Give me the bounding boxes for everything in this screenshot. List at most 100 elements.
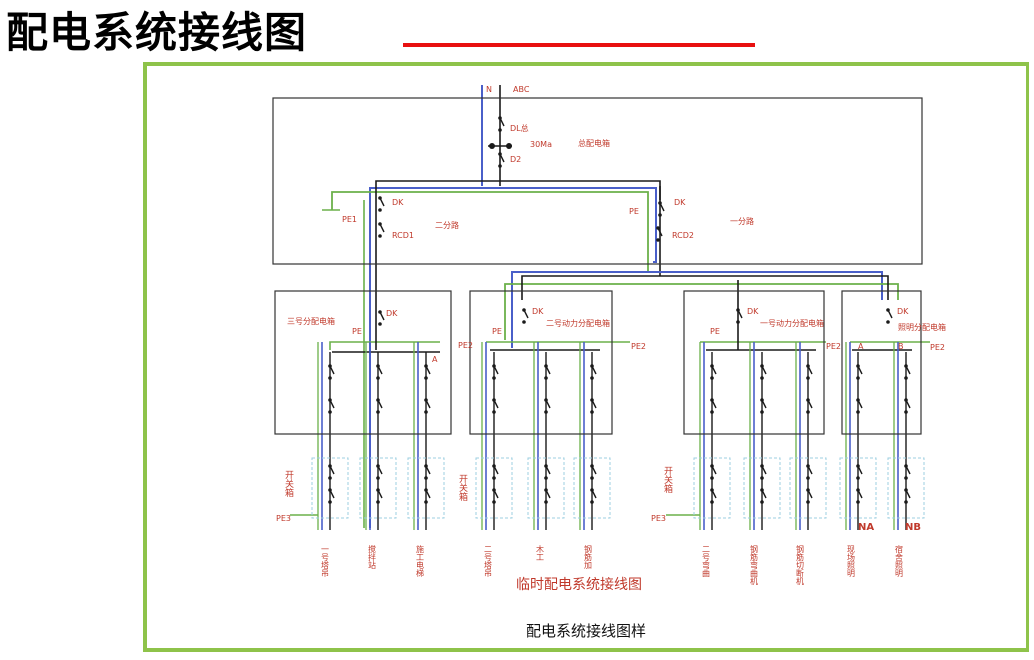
label-sub1-dk: DK xyxy=(747,307,759,316)
label-pe3-1: PE3 xyxy=(276,514,291,523)
sub1-dk-blade xyxy=(737,309,743,319)
label-sub3-pe2: PE2 xyxy=(458,341,473,350)
circuit-5-switch-dk-blade xyxy=(591,465,597,475)
circuit-10-switch-dk-dot-bottom xyxy=(904,476,908,480)
circuit-0-switch-dk-dot-bottom xyxy=(328,476,332,480)
circuit-10-switch-rcd-dot-bottom xyxy=(904,500,908,504)
circuit-8-rcd-dot-bottom xyxy=(806,410,810,414)
label-switchbox-1: 开关箱 xyxy=(283,470,294,498)
circuit-9-rcd-dot-bottom xyxy=(856,410,860,414)
main-rcd-right xyxy=(506,143,512,149)
circuit-9-switch-dk-dot-bottom xyxy=(856,476,860,480)
bottom-diagram-title: 临时配电系统接线图 xyxy=(516,576,642,593)
label-sub2-pe2: PE2 xyxy=(631,342,646,351)
circuit-9-switch-dk-blade xyxy=(857,465,863,475)
circuit-6-dk-blade xyxy=(711,365,717,375)
right-dk-dot-bottom xyxy=(658,213,662,217)
circuit-2-dk-dot-bottom xyxy=(424,376,428,380)
main-breaker-blade xyxy=(499,117,505,127)
sub3-dk-blade xyxy=(379,311,385,321)
label-switchbox-3: 开关箱 xyxy=(662,466,673,494)
right-rcd-dot-bottom xyxy=(656,238,660,242)
circuit-1-switch-rcd-dot-bottom xyxy=(376,500,380,504)
circuit-0-switch-rcd-blade xyxy=(329,489,335,499)
label-left-rcd: RCD1 xyxy=(392,231,414,240)
circuit-7-dk-dot-bottom xyxy=(760,376,764,380)
circuit-3-switch-dk-blade xyxy=(493,465,499,475)
isolator-blade xyxy=(499,153,505,163)
label-sub1-pe: PE xyxy=(710,327,720,336)
right-dk-blade xyxy=(659,202,665,212)
label-nb: NB xyxy=(905,522,921,533)
sub1-dk-dot-bottom xyxy=(736,320,740,324)
label-isolator: D2 xyxy=(510,155,521,164)
dist-dark xyxy=(521,275,889,300)
load-label-5: 钢筋加 xyxy=(584,544,593,570)
circuit-5-dk-dot-bottom xyxy=(590,376,594,380)
circuit-0-dk-dot-bottom xyxy=(328,376,332,380)
sub2-dk-dot-bottom xyxy=(522,320,526,324)
main-distribution-box xyxy=(272,97,923,265)
label-rating: 30Ma xyxy=(530,140,552,149)
circuit-7-switch-rcd-blade xyxy=(761,489,767,499)
circuit-7-switch-dk-dot-bottom xyxy=(760,476,764,480)
circuit-9-dk-dot-bottom xyxy=(856,376,860,380)
label-abc: ABC xyxy=(513,85,530,94)
circuit-2-switch-rcd-blade xyxy=(425,489,431,499)
circuit-0-switch-rcd-dot-bottom xyxy=(328,500,332,504)
label-right-pe: PE xyxy=(629,207,639,216)
right-rcd-blade xyxy=(657,227,663,237)
circuit-2-switch-rcd-dot-bottom xyxy=(424,500,428,504)
wires xyxy=(290,85,930,530)
circuit-1-rcd-dot-bottom xyxy=(376,410,380,414)
circuit-2-switch-dk-dot-bottom xyxy=(424,476,428,480)
label-left-dk: DK xyxy=(392,198,404,207)
circuit-3-dk-dot-bottom xyxy=(492,376,496,380)
circuit-7-switch-rcd-dot-bottom xyxy=(760,500,764,504)
switch-box-10 xyxy=(887,457,925,519)
circuit-3-rcd-dot-bottom xyxy=(492,410,496,414)
load-label-4: 木工 xyxy=(536,544,545,561)
sublight-dk-blade xyxy=(887,309,893,319)
switch-box-6 xyxy=(693,457,731,519)
circuit-5-switch-dk-dot-bottom xyxy=(590,476,594,480)
circuit-8-rcd-blade xyxy=(807,399,813,409)
label-na: NA xyxy=(858,522,874,533)
dist-blue xyxy=(511,271,883,348)
dist-green xyxy=(504,283,899,340)
diagram-frame xyxy=(143,62,1029,652)
sub2-dk-blade xyxy=(523,309,529,319)
circuit-6-dk-dot-bottom xyxy=(710,376,714,380)
circuit-9-switch-rcd-dot-bottom xyxy=(856,500,860,504)
load-label-7: 钢筋弯曲机 xyxy=(750,544,759,586)
circuit-10-rcd-dot-bottom xyxy=(904,410,908,414)
switch-box-0 xyxy=(311,457,349,519)
label-left-branch: 二分路 xyxy=(435,220,459,230)
label-sub-box-3: 三号分配电箱 xyxy=(287,316,335,326)
circuit-7-rcd-dot-bottom xyxy=(760,410,764,414)
circuit-8-switch-rcd-blade xyxy=(807,489,813,499)
circuit-7-dk-blade xyxy=(761,365,767,375)
label-sub2-dk: DK xyxy=(532,307,544,316)
switches xyxy=(311,116,925,519)
switch-box-5 xyxy=(573,457,611,519)
circuit-1-switch-dk-dot-bottom xyxy=(376,476,380,480)
circuit-10-dk-blade xyxy=(905,365,911,375)
circuit-4-rcd-blade xyxy=(545,399,551,409)
left-rcd-blade xyxy=(379,223,385,233)
circuit-1-switch-rcd-blade xyxy=(377,489,383,499)
left-dk-dot-bottom xyxy=(378,208,382,212)
sub3-dk-dot-bottom xyxy=(378,322,382,326)
load-label-10: 宿舍照明 xyxy=(895,544,904,578)
label-sub3-phase: A xyxy=(432,355,438,364)
circuit-2-rcd-dot-bottom xyxy=(424,410,428,414)
circuit-7-rcd-blade xyxy=(761,399,767,409)
circuit-10-rcd-blade xyxy=(905,399,911,409)
circuit-8-switch-dk-blade xyxy=(807,465,813,475)
label-left-pe: PE1 xyxy=(342,215,357,224)
circuit-3-switch-dk-dot-bottom xyxy=(492,476,496,480)
circuit-7-switch-dk-blade xyxy=(761,465,767,475)
circuit-1-rcd-blade xyxy=(377,399,383,409)
label-sub-box-2: 二号动力分配电箱 xyxy=(546,318,610,328)
